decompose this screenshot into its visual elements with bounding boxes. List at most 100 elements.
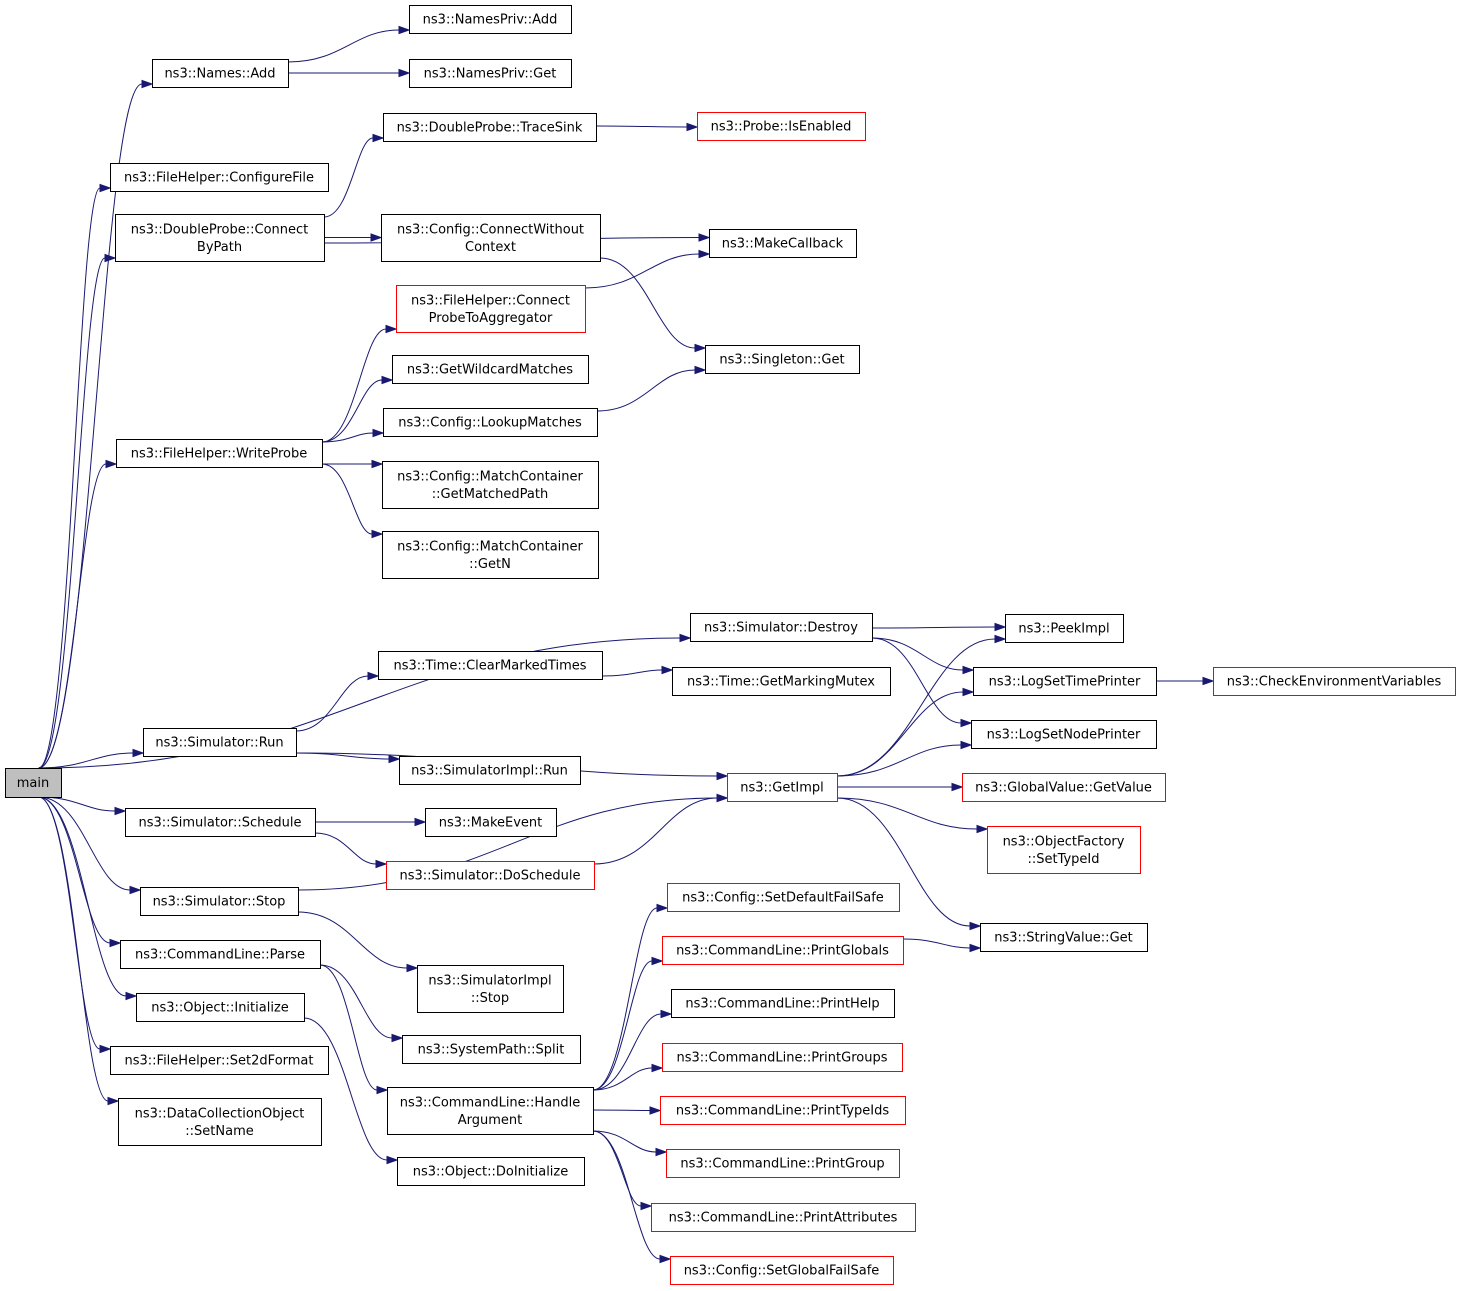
node-box[interactable] — [1005, 614, 1124, 643]
node-filehelper_configurefile[interactable]: ns3::FileHelper::ConfigureFile — [110, 163, 329, 192]
node-object_doinitialize[interactable]: ns3::Object::DoInitialize — [397, 1157, 585, 1186]
node-simulator_stop[interactable]: ns3::Simulator::Stop — [140, 887, 299, 916]
node-box[interactable] — [1213, 667, 1456, 696]
node-main[interactable]: main — [5, 768, 62, 798]
node-checkenvironmentvariables[interactable]: ns3::CheckEnvironmentVariables — [1213, 667, 1456, 696]
node-box[interactable] — [980, 923, 1148, 952]
node-box[interactable] — [110, 163, 329, 192]
node-box[interactable] — [136, 993, 305, 1022]
node-filehelper_connectprobetoaggregator[interactable]: ns3::FileHelper::ConnectProbeToAggregato… — [396, 285, 586, 333]
node-simulator_destroy[interactable]: ns3::Simulator::Destroy — [690, 613, 873, 642]
node-box[interactable] — [987, 826, 1141, 874]
node-config_lookupmatches[interactable]: ns3::Config::LookupMatches — [383, 408, 598, 437]
node-config_setdefaultfailsafe[interactable]: ns3::Config::SetDefaultFailSafe — [667, 883, 900, 912]
node-time_getmarkingmutex[interactable]: ns3::Time::GetMarkingMutex — [672, 667, 891, 696]
node-box[interactable] — [409, 5, 572, 34]
node-box[interactable] — [662, 936, 904, 965]
node-commandline_printgroup[interactable]: ns3::CommandLine::PrintGroup — [666, 1149, 900, 1178]
node-simulatorimpl_run[interactable]: ns3::SimulatorImpl::Run — [399, 756, 581, 785]
node-box[interactable] — [705, 345, 860, 374]
node-box[interactable] — [727, 773, 838, 802]
node-namespriv_add[interactable]: ns3::NamesPriv::Add — [409, 5, 572, 34]
node-logsettimeprinter[interactable]: ns3::LogSetTimePrinter — [973, 667, 1157, 696]
node-matchcontainer_getmatchedpath[interactable]: ns3::Config::MatchContainer::GetMatchedP… — [382, 461, 599, 509]
node-box[interactable] — [670, 1256, 894, 1285]
node-box[interactable] — [386, 861, 595, 890]
node-simulator_schedule[interactable]: ns3::Simulator::Schedule — [125, 808, 316, 837]
node-commandline_printtypeids[interactable]: ns3::CommandLine::PrintTypeIds — [660, 1096, 906, 1125]
node-config_setglobalfailsafe[interactable]: ns3::Config::SetGlobalFailSafe — [670, 1256, 894, 1285]
node-datacollectionobject_setname[interactable]: ns3::DataCollectionObject::SetName — [118, 1098, 322, 1146]
node-matchcontainer_getn[interactable]: ns3::Config::MatchContainer::GetN — [382, 531, 599, 579]
node-commandline_printgroups[interactable]: ns3::CommandLine::PrintGroups — [662, 1043, 903, 1072]
node-box[interactable] — [973, 667, 1157, 696]
node-box[interactable] — [382, 461, 599, 509]
node-simulator_run[interactable]: ns3::Simulator::Run — [143, 728, 297, 757]
node-box[interactable] — [143, 728, 297, 757]
node-names_add[interactable]: ns3::Names::Add — [152, 59, 289, 88]
node-logsetnodeprinter[interactable]: ns3::LogSetNodePrinter — [971, 720, 1157, 749]
node-box[interactable] — [115, 214, 325, 262]
node-systempath_split[interactable]: ns3::SystemPath::Split — [402, 1035, 581, 1064]
node-box[interactable] — [118, 1098, 322, 1146]
node-box[interactable] — [666, 1149, 900, 1178]
node-box[interactable] — [382, 531, 599, 579]
node-box[interactable] — [387, 1087, 594, 1135]
node-box[interactable] — [383, 113, 597, 142]
node-box[interactable] — [140, 887, 299, 916]
node-getimpl[interactable]: ns3::GetImpl — [727, 773, 838, 802]
node-box[interactable] — [116, 439, 323, 468]
node-filehelper_set2dformat[interactable]: ns3::FileHelper::Set2dFormat — [110, 1046, 329, 1075]
node-box[interactable] — [962, 773, 1166, 802]
node-box[interactable] — [709, 229, 857, 258]
node-makeevent[interactable]: ns3::MakeEvent — [425, 808, 557, 837]
node-stringvalue_get[interactable]: ns3::StringValue::Get — [980, 923, 1148, 952]
node-commandline_parse[interactable]: ns3::CommandLine::Parse — [120, 940, 321, 969]
node-simulator_doschedule[interactable]: ns3::Simulator::DoSchedule — [386, 861, 595, 890]
node-getwildcardmatches[interactable]: ns3::GetWildcardMatches — [392, 355, 589, 384]
node-filehelper_writeprobe[interactable]: ns3::FileHelper::WriteProbe — [116, 439, 323, 468]
node-box[interactable] — [120, 940, 321, 969]
node-globalvalue_getvalue[interactable]: ns3::GlobalValue::GetValue — [962, 773, 1166, 802]
node-box[interactable] — [125, 808, 316, 837]
node-box[interactable] — [425, 808, 557, 837]
node-box[interactable] — [971, 720, 1157, 749]
node-commandline_printattributes[interactable]: ns3::CommandLine::PrintAttributes — [651, 1203, 916, 1232]
node-box[interactable] — [110, 1046, 329, 1075]
node-box[interactable] — [651, 1203, 916, 1232]
node-box[interactable] — [152, 59, 289, 88]
node-box[interactable] — [690, 613, 873, 642]
node-object_initialize[interactable]: ns3::Object::Initialize — [136, 993, 305, 1022]
node-box[interactable] — [396, 285, 586, 333]
node-box[interactable] — [671, 989, 895, 1018]
node-commandline_printhelp[interactable]: ns3::CommandLine::PrintHelp — [671, 989, 895, 1018]
node-box[interactable] — [399, 756, 581, 785]
node-objectfactory_settypeid[interactable]: ns3::ObjectFactory::SetTypeId — [987, 826, 1141, 874]
node-box[interactable] — [392, 355, 589, 384]
node-box[interactable] — [672, 667, 891, 696]
node-box[interactable] — [697, 112, 866, 141]
node-box[interactable] — [381, 214, 601, 262]
node-box[interactable] — [383, 408, 598, 437]
node-doubleprobe_tracesink[interactable]: ns3::DoubleProbe::TraceSink — [383, 113, 597, 142]
node-box[interactable] — [667, 883, 900, 912]
node-singleton_get[interactable]: ns3::Singleton::Get — [705, 345, 860, 374]
node-box[interactable] — [409, 59, 572, 88]
node-probe_isenabled[interactable]: ns3::Probe::IsEnabled — [697, 112, 866, 141]
node-makecallback[interactable]: ns3::MakeCallback — [709, 229, 857, 258]
node-time_clearmarkedtimes[interactable]: ns3::Time::ClearMarkedTimes — [378, 651, 603, 680]
node-box[interactable] — [662, 1043, 903, 1072]
node-box[interactable] — [397, 1157, 585, 1186]
node-peekimpl[interactable]: ns3::PeekImpl — [1005, 614, 1124, 643]
node-box[interactable] — [660, 1096, 906, 1125]
node-simulatorimpl_stop[interactable]: ns3::SimulatorImpl::Stop — [417, 965, 564, 1013]
node-box[interactable] — [378, 651, 603, 680]
node-box[interactable] — [417, 965, 564, 1013]
node-commandline_printglobals[interactable]: ns3::CommandLine::PrintGlobals — [662, 936, 904, 965]
node-namespriv_get[interactable]: ns3::NamesPriv::Get — [409, 59, 572, 88]
node-box[interactable] — [402, 1035, 581, 1064]
node-box[interactable] — [5, 768, 62, 798]
